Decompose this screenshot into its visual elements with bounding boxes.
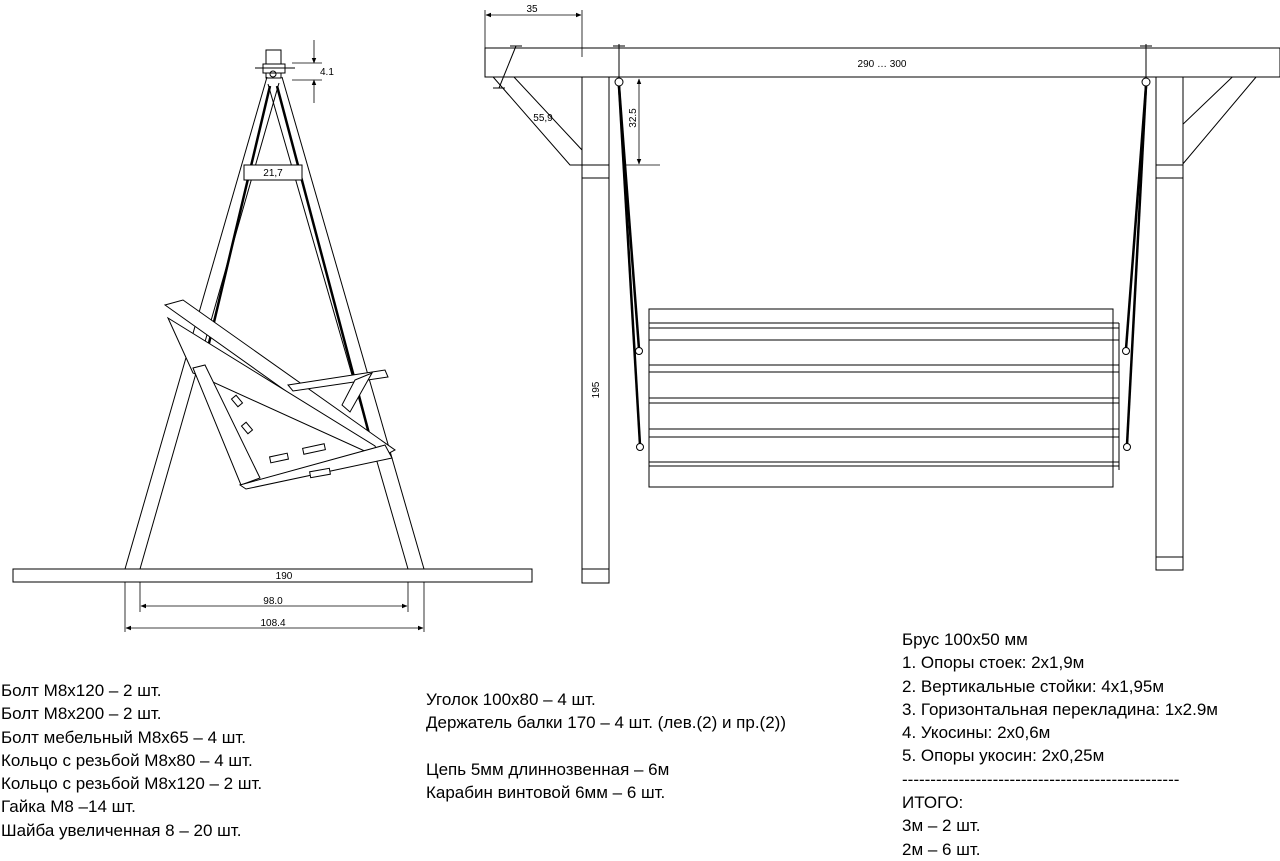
hardware-item: Шайба увеличенная 8 – 20 шт. — [1, 820, 242, 840]
lumber-separator: ----------------------------------------… — [902, 769, 1180, 789]
front-dimensions — [484, 10, 660, 166]
left-post — [581, 56, 610, 584]
side-view — [12, 49, 533, 583]
dim-beam-length: 290 … 300 — [858, 59, 907, 70]
hardware-item: Болт М8х200 – 2 шт. — [1, 704, 162, 724]
dim-outer-span: 108.4 — [260, 618, 285, 629]
lumber-header: Брус 100х50 мм — [902, 630, 1028, 649]
dim-base-length: 190 — [276, 571, 293, 582]
side-seat — [163, 299, 396, 490]
fitting-beam-holder: Держатель балки 170 – 4 шт. (лев.(2) и п… — [426, 713, 786, 733]
dim-overhang: 35 — [526, 4, 538, 15]
dim-brace: 55,9 — [533, 113, 553, 124]
top-beam — [484, 47, 1280, 78]
hardware-item: Болт М8х120 – 2 шт. — [1, 681, 162, 700]
lumber-item: 1. Опоры стоек: 2х1,9м — [902, 653, 1085, 673]
hardware-item: Кольцо с резьбой М8х80 – 4 шт. — [1, 750, 253, 770]
fitting-chain: Цепь 5мм длиннозвенная – 6м — [426, 759, 670, 779]
dim-inner-span: 98.0 — [263, 596, 283, 607]
fitting-corner: Уголок 100х80 – 4 шт. — [426, 690, 596, 709]
front-seat — [648, 308, 1120, 488]
dim-post-height: 195 — [591, 381, 602, 398]
right-post — [1155, 56, 1184, 571]
lumber-item: 3. Горизонтальная перекладина: 1х2.9м — [902, 699, 1218, 719]
front-chains — [617, 85, 1148, 446]
lumber-total-label: ИТОГО: — [902, 793, 964, 813]
hardware-item: Гайка М8 –14 шт. — [1, 797, 136, 817]
dim-hang-drop: 32.5 — [628, 108, 639, 128]
side-base — [12, 568, 533, 583]
side-chain-left — [203, 85, 272, 361]
a-frame-right-leg — [267, 76, 425, 570]
dim-bolt-height: 4.1 — [320, 67, 334, 78]
hardware-item: Кольцо с резьбой М8х120 – 2 шт. — [1, 774, 263, 794]
fitting-carabiner: Карабин винтовой 6мм – 6 шт. — [426, 782, 666, 802]
dim-crossbar: 21,7 — [263, 168, 283, 179]
lumber-item: 5. Опоры укосин: 2х0,25м — [902, 746, 1105, 766]
lumber-list: Брус 100х50 мм 1. Опоры стоек: 2х1,9м 2.… — [902, 628, 1218, 861]
side-dimensions — [124, 40, 425, 632]
front-view — [484, 44, 1280, 584]
hardware-item: Болт мебельный М8х65 – 4 шт. — [1, 727, 247, 747]
fittings-list: Уголок 100х80 – 4 шт. Держатель балки 17… — [426, 688, 806, 804]
lumber-total: 3м – 2 шт. — [902, 816, 981, 836]
list-spacer — [426, 735, 806, 758]
lumber-item: 2. Вертикальные стойки: 4х1,95м — [902, 676, 1165, 696]
lumber-total: 2м – 6 шт. — [902, 839, 981, 859]
hardware-list: Болт М8х120 – 2 шт. Болт М8х200 – 2 шт. … — [1, 679, 262, 842]
lumber-item: 4. Укосины: 2х0,6м — [902, 723, 1051, 743]
side-crossbar — [243, 164, 303, 181]
